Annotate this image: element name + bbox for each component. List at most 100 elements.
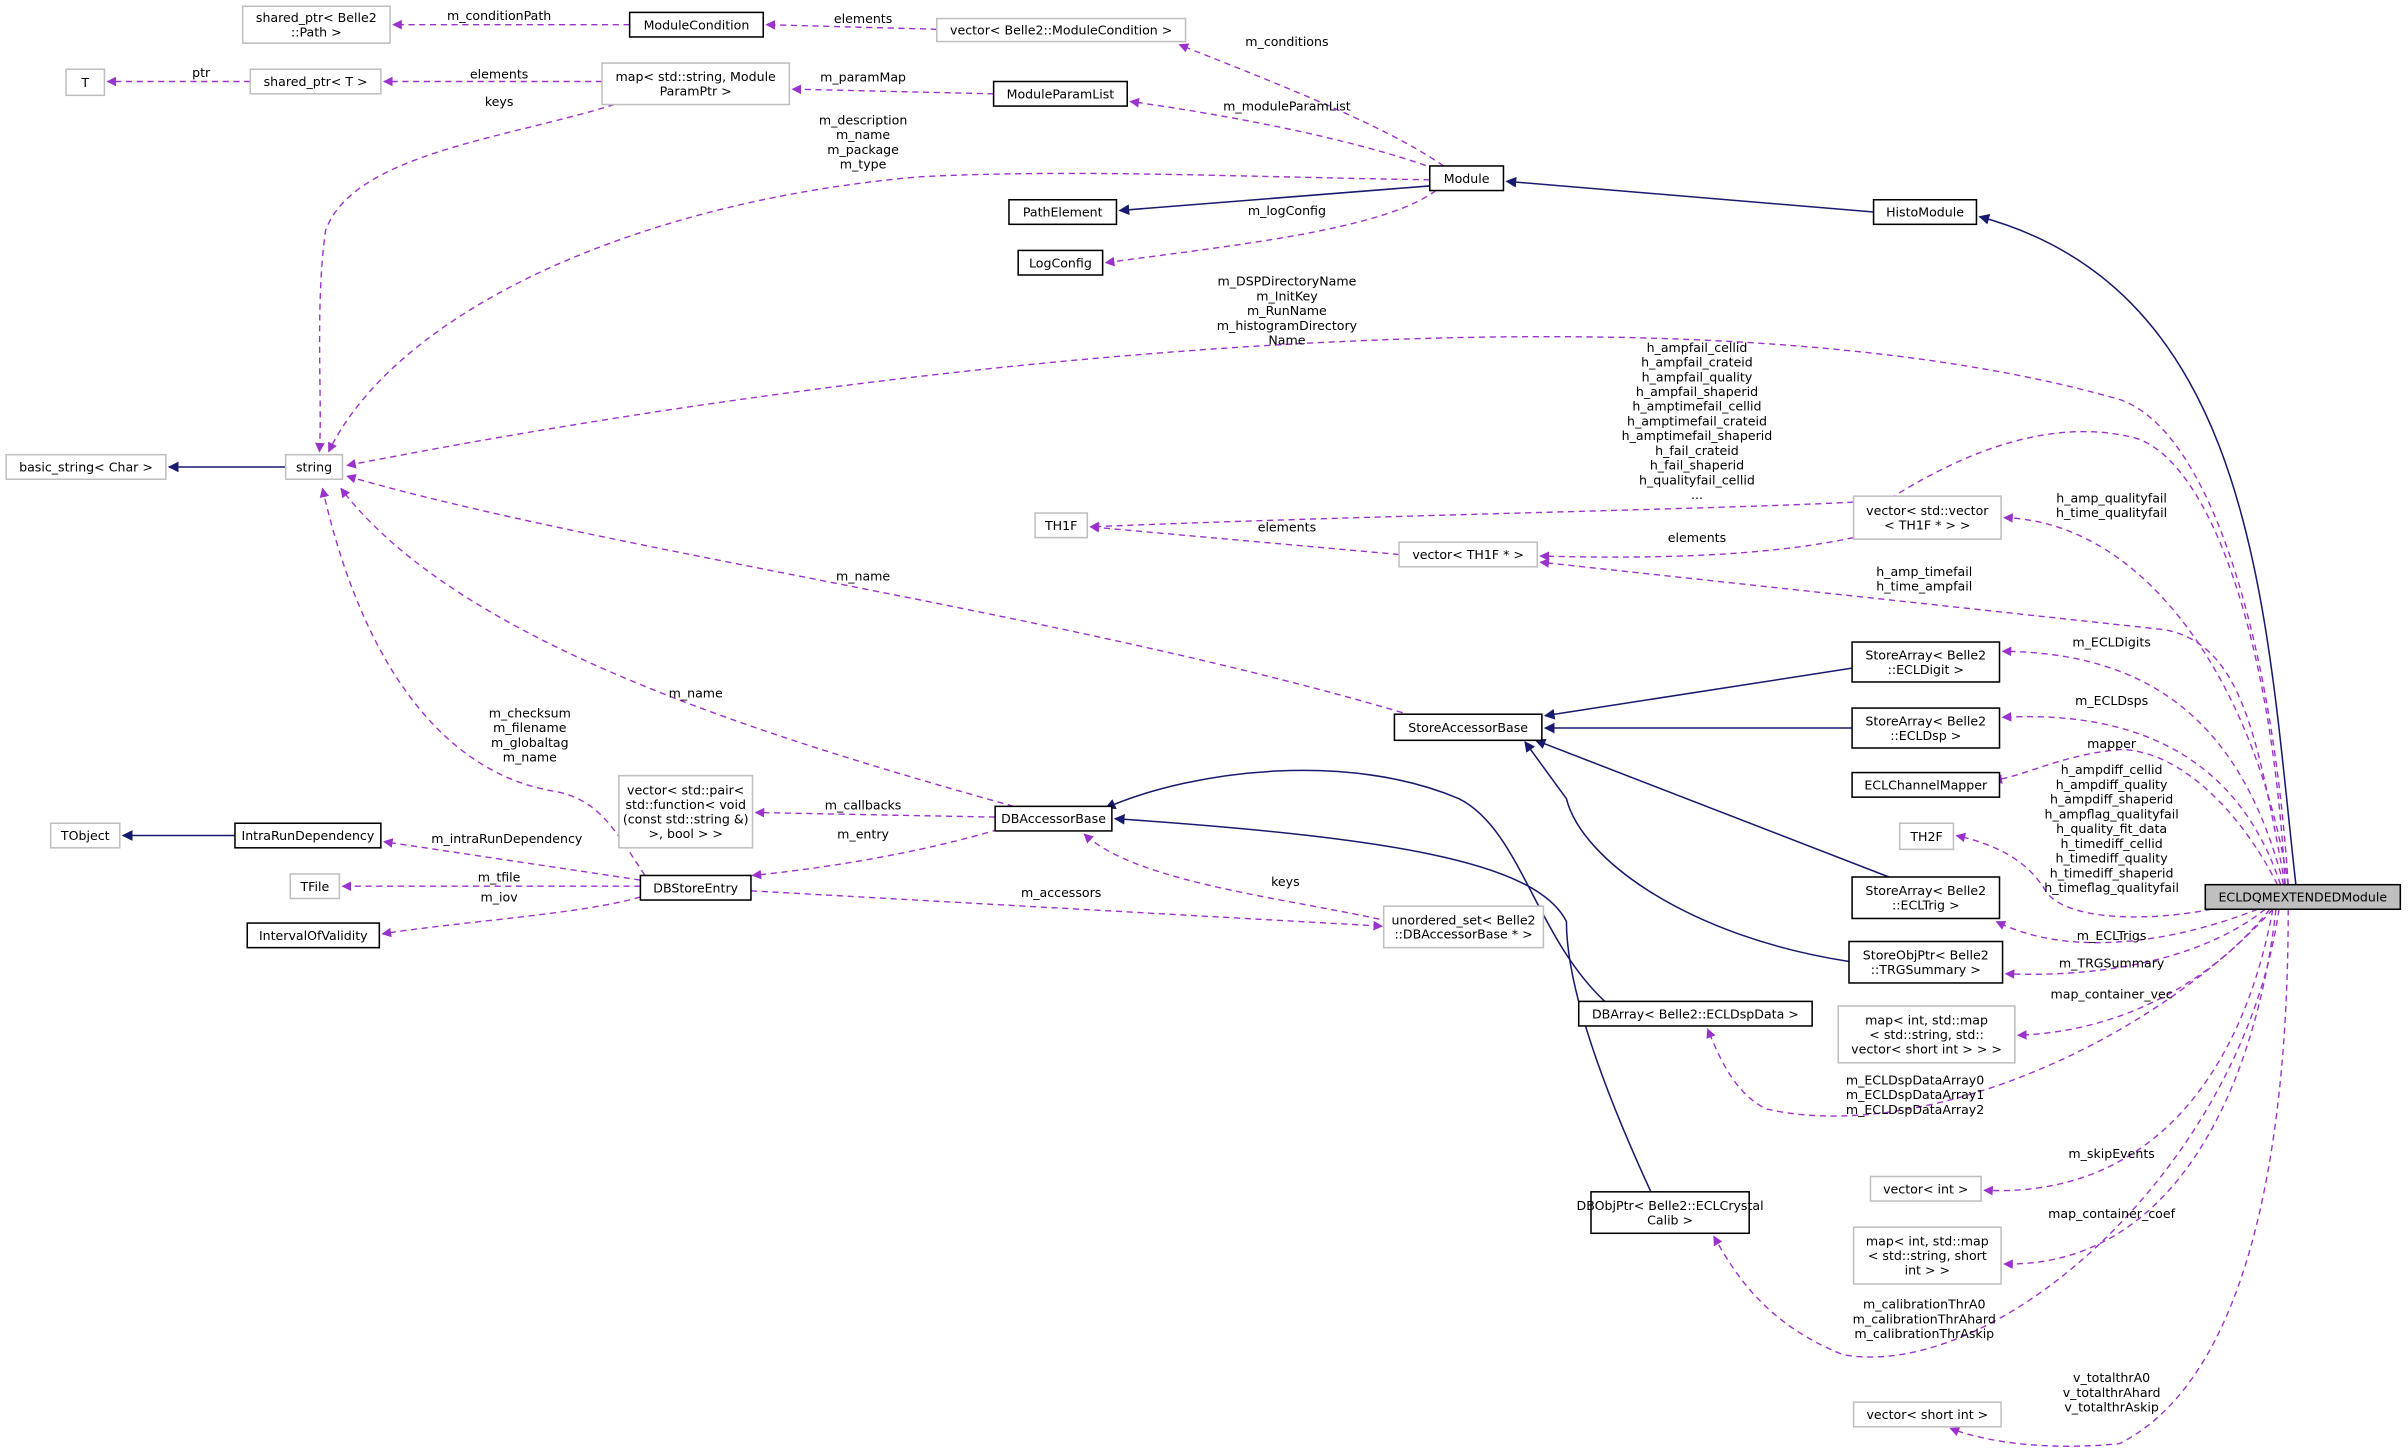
class-node-ecldqm[interactable]: ECLDQMEXTENDEDModule xyxy=(2204,883,2402,911)
class-node-th1f[interactable]: TH1F xyxy=(1034,512,1089,539)
node-label: map< int, std::map xyxy=(1866,1234,1989,1249)
class-node-tobject[interactable]: TObject xyxy=(49,822,121,849)
edge-label-module-param-list: m_moduleParamList xyxy=(1223,99,1351,114)
edge-label-ptr: ptr xyxy=(192,65,211,80)
class-node-module-param-list[interactable]: ModuleParamList xyxy=(992,80,1128,107)
class-node-log-config[interactable]: LogConfig xyxy=(1017,249,1104,276)
node-label: LogConfig xyxy=(1029,255,1092,270)
class-node-ecl-channel-mapper[interactable]: ECLChannelMapper xyxy=(1851,771,2001,798)
class-node-module[interactable]: Module xyxy=(1428,165,1505,192)
class-node-tfile[interactable]: TFile xyxy=(289,873,341,900)
edge-label-dqm-th1f: h_ampfail_cellid xyxy=(1647,340,1748,355)
class-node-intra-run[interactable]: IntraRunDependency xyxy=(234,822,382,849)
class-node-basic-string[interactable]: basic_string< Char > xyxy=(5,453,167,481)
node-box xyxy=(49,822,121,849)
class-node-vector-int[interactable]: vector< int > xyxy=(1869,1175,1982,1202)
class-node-store-array-dsp[interactable]: StoreArray< Belle2::ECLDsp > xyxy=(1851,707,2001,749)
node-label: DBObjPtr< Belle2::ECLCrystal xyxy=(1577,1198,1764,1213)
edge-label-th2f: h_ampdiff_quality xyxy=(2056,777,2168,792)
edge-label-map-vec: map_container_vec xyxy=(2050,986,2172,1001)
usage-edge xyxy=(754,807,996,818)
class-node-iov[interactable]: IntervalOfValidity xyxy=(246,922,381,949)
class-node-shared-ptr-t[interactable]: shared_ptr< T > xyxy=(249,68,382,95)
node-label: vector< TH1F * > xyxy=(1412,547,1524,562)
class-node-vector-vector-th1f[interactable]: vector< std::vector< TH1F * > > xyxy=(1852,495,2002,540)
node-label: std::function< void xyxy=(625,797,745,812)
usage-edge xyxy=(2001,712,2282,885)
node-box xyxy=(1872,198,1978,226)
class-node-string[interactable]: string xyxy=(284,453,344,481)
edge-label-ecl-digits: m_ECLDigits xyxy=(2072,635,2150,650)
node-box xyxy=(994,805,1113,832)
class-node-t[interactable]: T xyxy=(65,68,106,97)
inheritance-edge xyxy=(1543,667,1853,720)
edge-label-totalthr: v_totalthrA0 xyxy=(2073,1370,2150,1385)
node-label: TH2F xyxy=(1909,829,1942,844)
edge-label-map-elements: elements xyxy=(470,66,528,81)
node-label: shared_ptr< Belle2 xyxy=(256,10,377,25)
node-label: IntervalOfValidity xyxy=(259,928,368,943)
usage-edge xyxy=(2004,908,2266,979)
node-box xyxy=(618,774,754,849)
edge-label-dqm-th1f: h_fail_shaperid xyxy=(1650,458,1744,473)
class-node-unordered-set[interactable]: unordered_set< Belle2::DBAccessorBase * … xyxy=(1382,905,1545,949)
edge-label-dsp-data: m_ECLDspDataArray0 xyxy=(1846,1072,1984,1087)
class-node-th2f[interactable]: TH2F xyxy=(1898,822,1955,851)
class-node-vector-short[interactable]: vector< short int > xyxy=(1852,1401,2002,1428)
edge-label-param-map: m_paramMap xyxy=(820,69,906,84)
node-label: DBAccessorBase xyxy=(1001,811,1106,826)
class-node-store-obj-trg[interactable]: StoreObjPtr< Belle2::TRGSummary > xyxy=(1848,940,2004,984)
edge-label-dqm-strings: m_RunName xyxy=(1247,303,1327,318)
edge-label-dqm-strings: Name xyxy=(1268,333,1305,348)
class-node-map-vec[interactable]: map< int, std::map< std::string, std::ve… xyxy=(1837,1005,2016,1064)
class-node-vector-th1f[interactable]: vector< TH1F * > xyxy=(1398,541,1539,568)
class-node-module-condition[interactable]: ModuleCondition xyxy=(628,11,765,38)
node-box xyxy=(601,62,791,106)
usage-edge xyxy=(315,103,615,453)
usage-edge xyxy=(791,84,994,95)
node-label: DBArray< Belle2::ECLDspData > xyxy=(1592,1006,1799,1021)
usage-edge xyxy=(381,896,641,938)
class-node-histo-module[interactable]: HistoModule xyxy=(1872,198,1978,226)
class-node-path-element[interactable]: PathElement xyxy=(1008,198,1118,226)
usage-edge xyxy=(751,828,999,880)
edge-label-keys-string: keys xyxy=(485,94,514,109)
edge-label-th2f: h_ampflag_qualityfail xyxy=(2044,806,2178,821)
class-node-map-coef[interactable]: map< int, std::map< std::string, shortin… xyxy=(1852,1226,2002,1285)
node-box xyxy=(1852,1226,2002,1285)
inheritance-edge xyxy=(1534,738,1890,878)
class-node-store-array-trig[interactable]: StoreArray< Belle2::ECLTrig > xyxy=(1851,876,2001,920)
edge-label-module-strings: m_name xyxy=(836,127,890,142)
class-node-store-accessor-base[interactable]: StoreAccessorBase xyxy=(1393,713,1543,742)
class-node-vector-pair[interactable]: vector< std::pair<std::function< void(co… xyxy=(618,774,754,849)
edge-label-module-strings: m_package xyxy=(827,142,899,157)
node-box xyxy=(1393,713,1543,742)
edge-label-tfile: m_tfile xyxy=(478,870,521,885)
class-node-db-store-entry[interactable]: DBStoreEntry xyxy=(639,874,752,901)
node-label: (const std::string &) xyxy=(623,812,749,827)
node-box xyxy=(1851,641,2001,683)
edge-label-th2f: h_ampdiff_cellid xyxy=(2061,762,2163,777)
edge-label-trg-summary: m_TRGSummary xyxy=(2059,956,2165,971)
edge-label-th2f: h_ampdiff_shaperid xyxy=(2050,792,2173,807)
node-label: T xyxy=(80,75,89,90)
usage-edge xyxy=(750,890,1384,931)
node-label: TFile xyxy=(299,879,329,894)
edge-label-map-coef: map_container_coef xyxy=(2048,1206,2175,1221)
edge-label-totalthr: v_totalthrAskip xyxy=(2064,1400,2159,1415)
class-node-store-array-digit[interactable]: StoreArray< Belle2::ECLDigit > xyxy=(1851,641,2001,683)
node-label: ::ECLDsp > xyxy=(1890,728,1961,743)
edge-label-th2f: h_timediff_shaperid xyxy=(2050,865,2174,880)
node-box xyxy=(249,68,382,95)
class-node-db-accessor-base[interactable]: DBAccessorBase xyxy=(994,805,1113,832)
node-box xyxy=(1382,905,1545,949)
node-label: ParamPtr > xyxy=(660,84,732,99)
edge-label-condition-path: m_conditionPath xyxy=(447,8,551,23)
class-node-db-array[interactable]: DBArray< Belle2::ECLDspData > xyxy=(1577,1000,1813,1027)
edge-label-ecl-trigs: m_ECLTrigs xyxy=(2077,928,2147,943)
class-node-shared-ptr-path[interactable]: shared_ptr< Belle2::Path > xyxy=(241,5,391,44)
class-node-vector-module-condition[interactable]: vector< Belle2::ModuleCondition > xyxy=(936,17,1187,43)
